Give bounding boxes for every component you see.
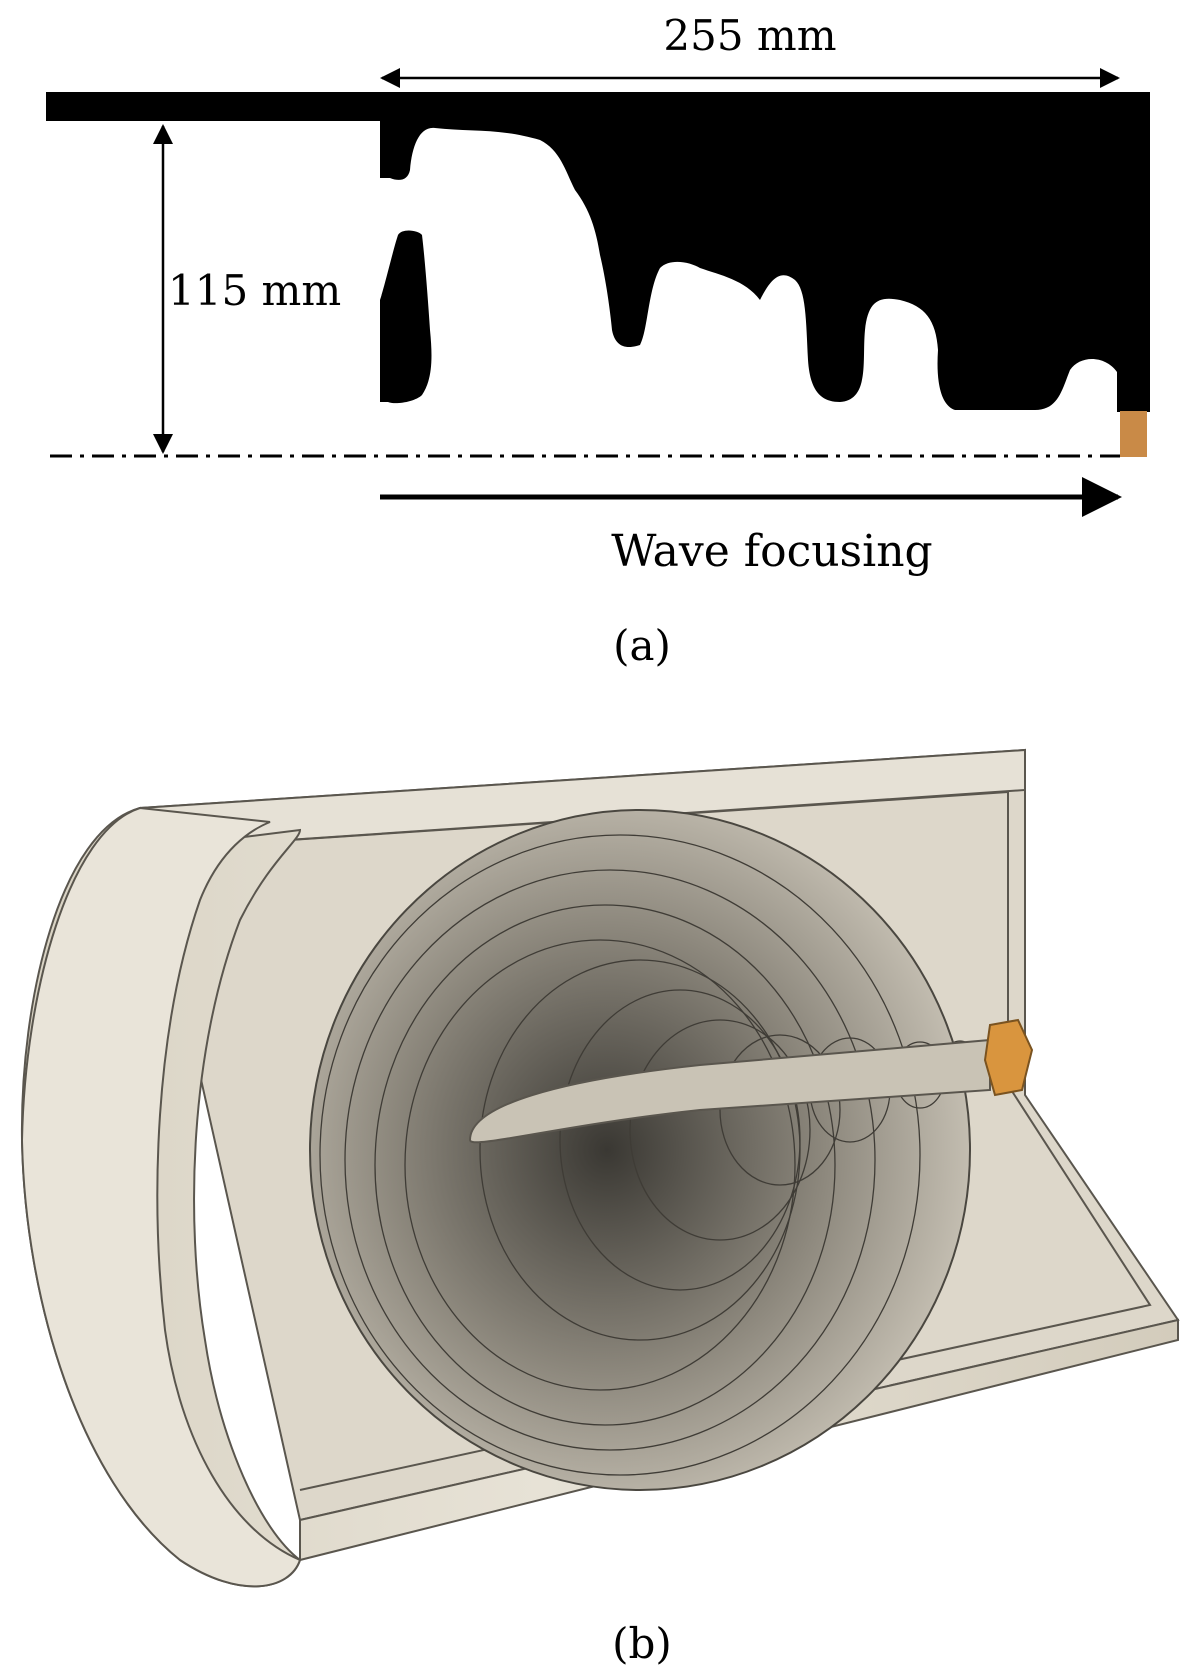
height-label: 115 mm [168, 266, 341, 315]
width-label: 255 mm [663, 11, 836, 60]
tube-end-face [20, 806, 302, 1588]
transducer-block [1120, 411, 1147, 457]
lens-profile [380, 92, 1150, 412]
wave-focusing-label: Wave focusing [611, 526, 932, 577]
caption-b: (b) [612, 1619, 672, 1668]
lens-tooth [380, 230, 432, 404]
panel-b [20, 748, 1180, 1588]
lens-cavity [309, 809, 971, 1491]
lens-rings [319, 834, 979, 1476]
caption-a: (a) [613, 621, 671, 670]
panel-a: 255 mm 115 mm Wave focusing (a) [46, 11, 1150, 670]
transducer-element [983, 1018, 1034, 1097]
